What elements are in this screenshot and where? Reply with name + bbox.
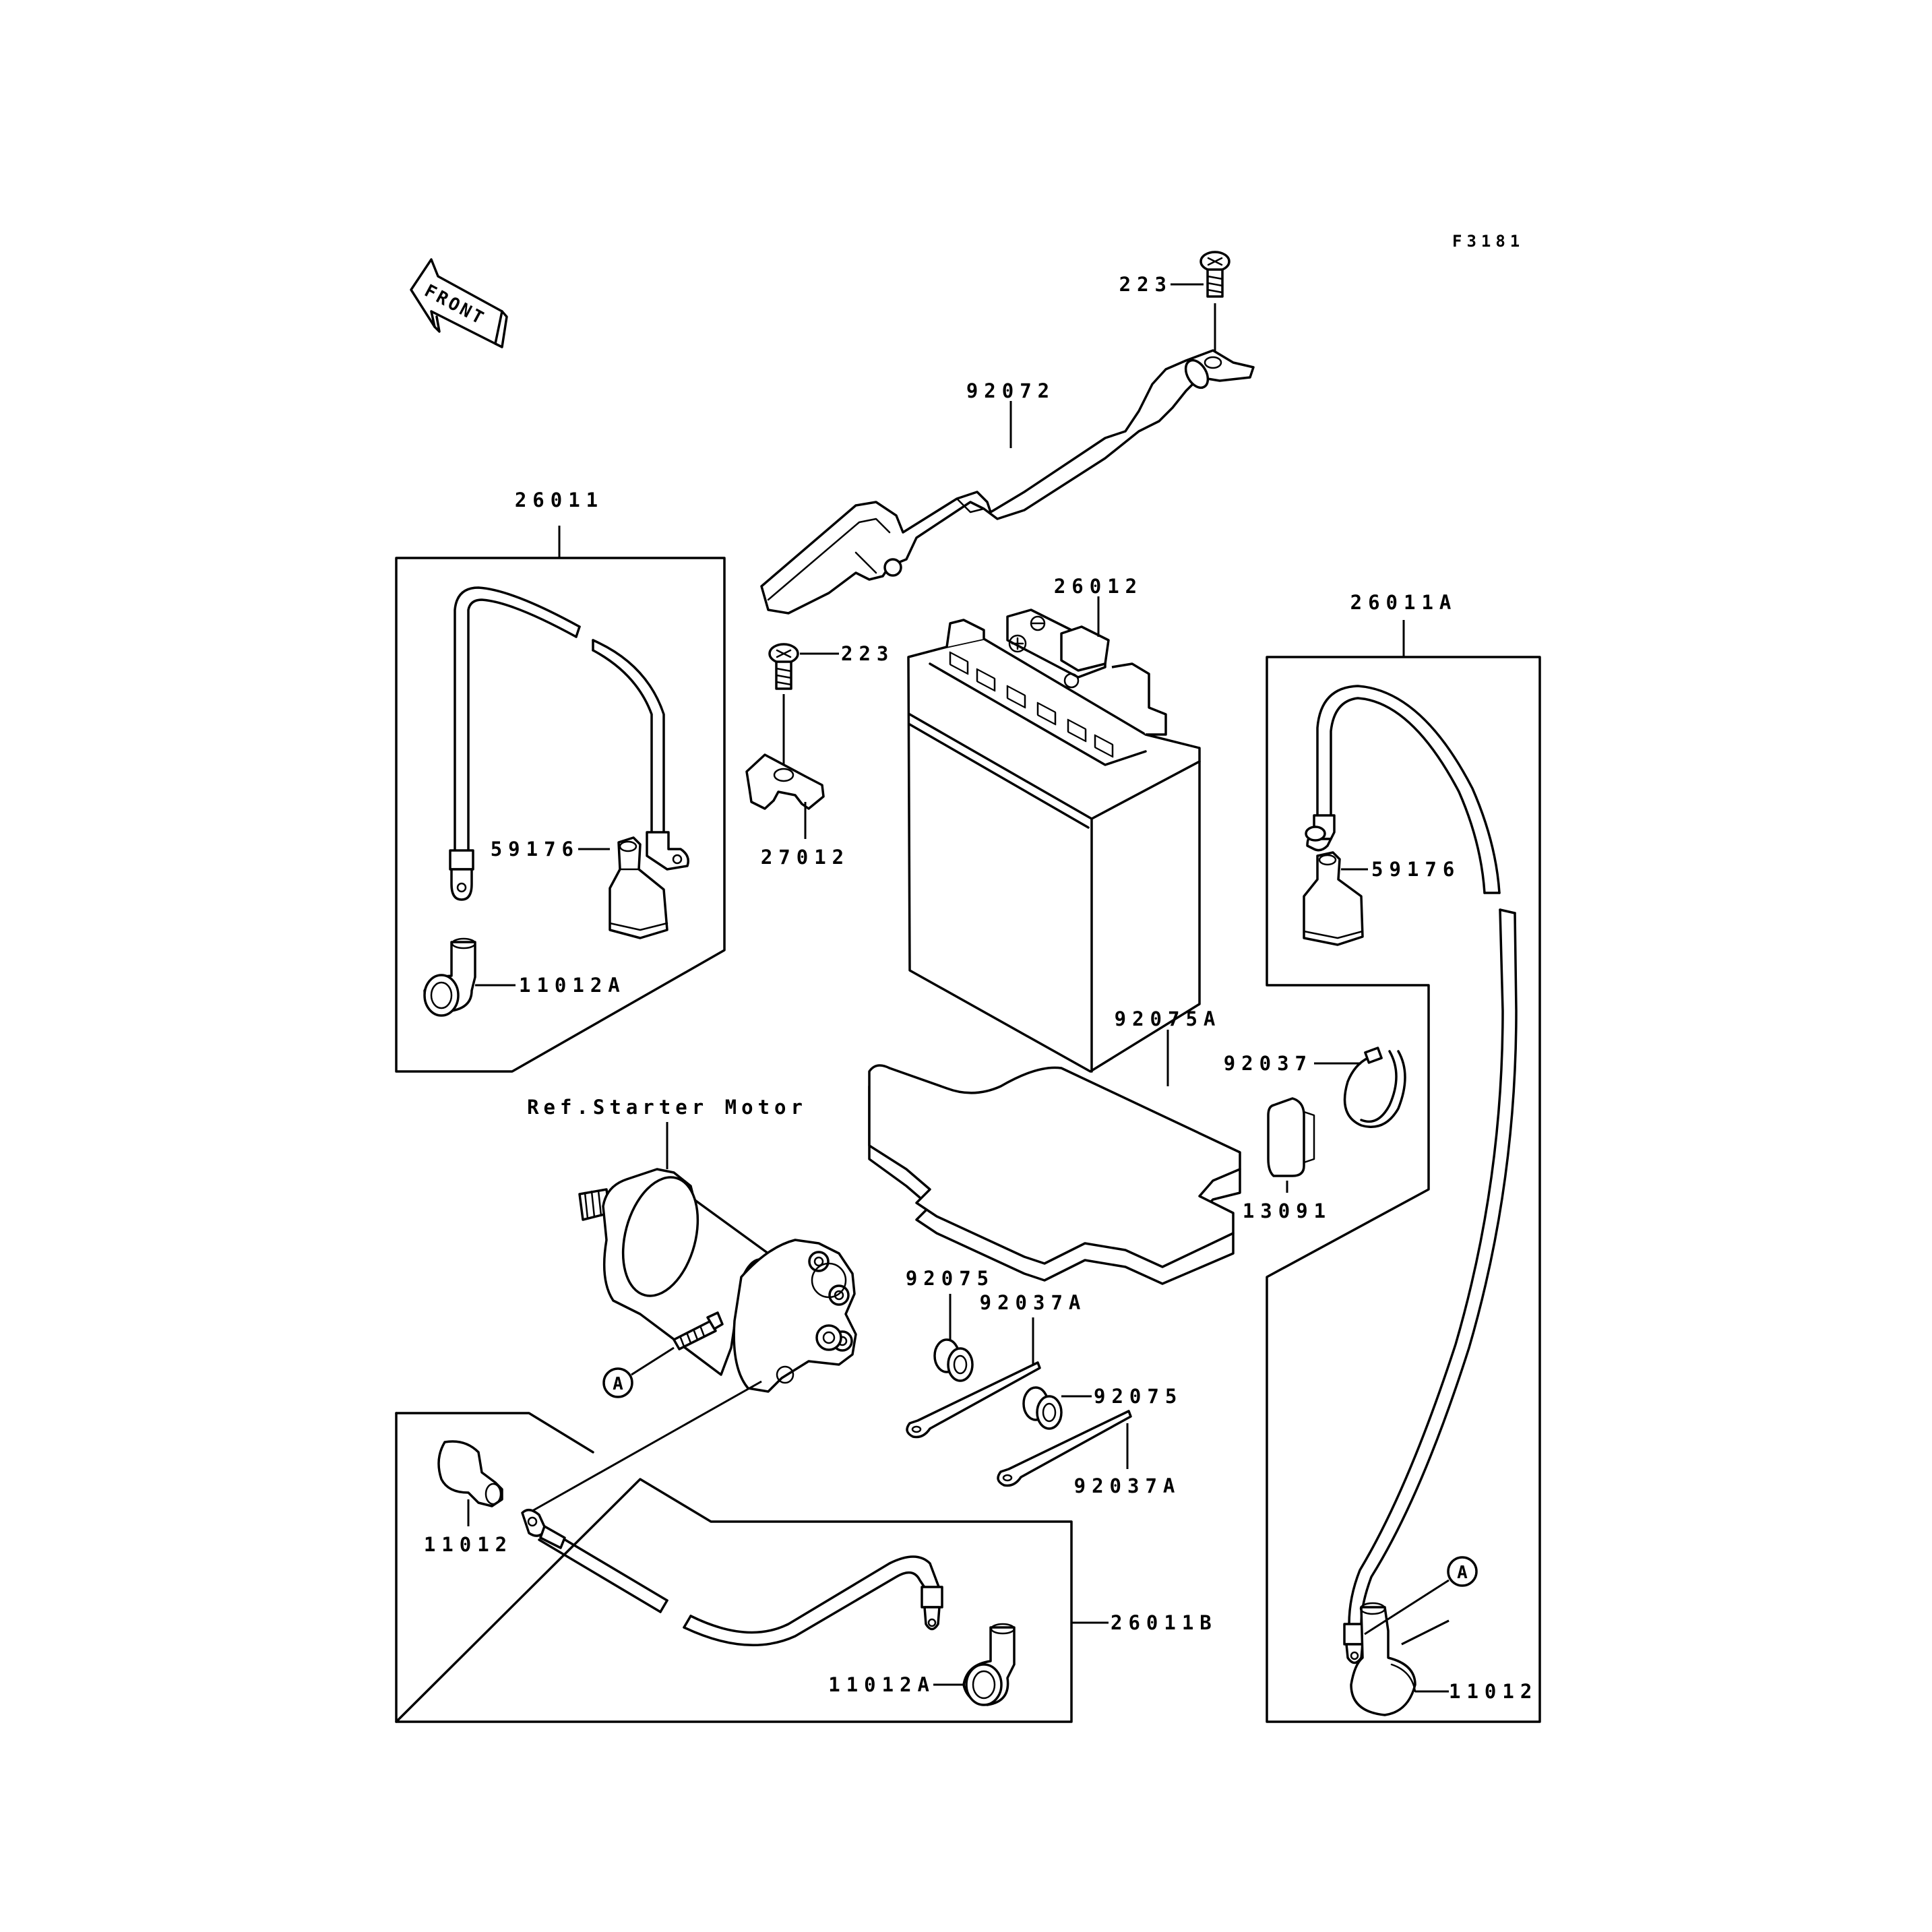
label-11012-left: 11012 <box>424 1533 513 1556</box>
battery-strap-92072 <box>760 349 1255 615</box>
holder-27012 <box>745 753 825 839</box>
label-11012A-bottom: 11012A <box>828 1673 935 1696</box>
label-92075-b: 92075 <box>1094 1385 1183 1408</box>
clamp-92037A-a <box>906 1317 1041 1439</box>
grommet-92075-a <box>933 1294 974 1382</box>
cable-26011A-box <box>1266 620 1541 1723</box>
label-92037: 92037 <box>1224 1052 1313 1075</box>
grommet-92075-b <box>1022 1386 1092 1430</box>
label-92037A-a: 92037A <box>980 1291 1087 1314</box>
label-59176-left: 59176 <box>491 838 580 861</box>
label-92075A: 92075A <box>1115 1007 1222 1030</box>
label-13091: 13091 <box>1243 1199 1332 1222</box>
label-59176-right: 59176 <box>1371 858 1460 881</box>
label-11012-right: 11012 <box>1449 1680 1538 1703</box>
bolt-223-top <box>1171 251 1230 354</box>
label-26011B: 26011B <box>1111 1611 1218 1634</box>
cable-26011B-box <box>395 1380 1109 1723</box>
band-92037 <box>1314 1047 1406 1128</box>
label-27012: 27012 <box>761 846 850 869</box>
label-223-mid: 223 <box>841 642 894 665</box>
starter-motor-ref <box>578 1122 857 1398</box>
figure-id: F3181 <box>1452 232 1524 251</box>
label-26011: 26011 <box>515 489 604 511</box>
label-26012: 26012 <box>1054 575 1143 598</box>
battery-26012 <box>907 596 1201 1073</box>
front-arrow-icon: FRONT <box>410 258 508 348</box>
bolt-223-mid <box>768 643 839 768</box>
ref-marker-a-left: A <box>613 1374 623 1394</box>
label-92075-a: 92075 <box>906 1267 995 1290</box>
battery-pad-92075A <box>868 1030 1241 1285</box>
label-223-top: 223 <box>1119 273 1173 296</box>
cable-26011-box <box>395 526 726 1073</box>
clamp-92037A-b <box>997 1410 1132 1487</box>
ref-starter-motor-label: Ref.Starter Motor <box>527 1096 807 1119</box>
label-92072: 92072 <box>966 379 1055 402</box>
label-26011A: 26011A <box>1350 591 1458 614</box>
ref-marker-a-right: A <box>1457 1563 1468 1583</box>
label-11012A-left: 11012A <box>519 974 626 997</box>
cover-13091 <box>1267 1097 1315 1193</box>
label-92037A-b: 92037A <box>1074 1474 1181 1497</box>
